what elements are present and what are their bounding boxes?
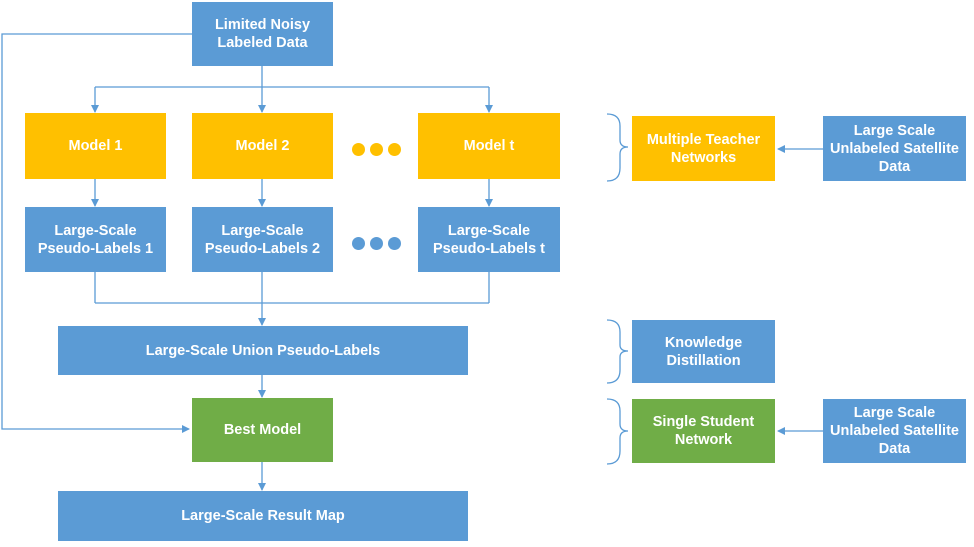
union-pseudo-labels-box: Large-Scale Union Pseudo-Labels <box>58 326 468 375</box>
pseudo-labels-1-box: Large-Scale Pseudo-Labels 1 <box>25 207 166 272</box>
pseudo-labels-t-box: Large-Scale Pseudo-Labels t <box>418 207 560 272</box>
unlabeled-satellite-data-box-1: Large Scale Unlabeled Satellite Data <box>823 116 966 181</box>
brace-student <box>606 398 629 465</box>
ellipsis-dot-gold-1 <box>352 143 365 156</box>
ellipsis-dot-blue-2 <box>370 237 383 250</box>
model-1-box: Model 1 <box>25 113 166 179</box>
model-2-box: Model 2 <box>192 113 333 179</box>
ellipsis-dot-blue-1 <box>352 237 365 250</box>
best-model-box: Best Model <box>192 398 333 462</box>
brace-teacher <box>606 113 629 182</box>
unlabeled-satellite-data-box-2: Large Scale Unlabeled Satellite Data <box>823 399 966 463</box>
source-data-box: Limited Noisy Labeled Data <box>192 2 333 66</box>
arrow-source-to-best-model <box>1 33 192 433</box>
multiple-teacher-box: Multiple Teacher Networks <box>632 116 775 181</box>
pseudo-labels-2-box: Large-Scale Pseudo-Labels 2 <box>192 207 333 272</box>
model-t-box: Model t <box>418 113 560 179</box>
ellipsis-dot-gold-3 <box>388 143 401 156</box>
knowledge-distillation-box: Knowledge Distillation <box>632 320 775 383</box>
result-map-box: Large-Scale Result Map <box>58 491 468 541</box>
ellipsis-dot-gold-2 <box>370 143 383 156</box>
brace-knowledge-distillation <box>606 319 629 384</box>
ellipsis-dot-blue-3 <box>388 237 401 250</box>
single-student-box: Single Student Network <box>632 399 775 463</box>
